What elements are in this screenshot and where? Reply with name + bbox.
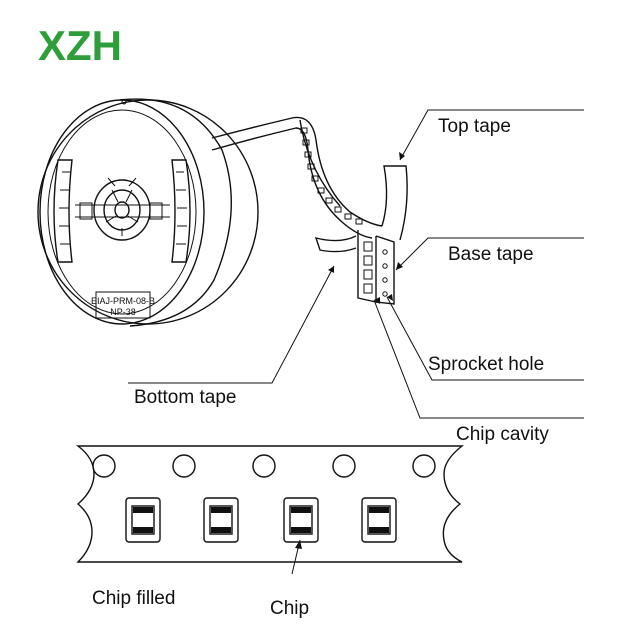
chip-pocket	[283, 497, 319, 543]
chip-pocket	[203, 497, 239, 543]
reel-window-left	[53, 159, 73, 263]
chip-cavity-label: Chip cavity	[456, 424, 549, 445]
chip-label: Chip	[270, 598, 309, 619]
reel: EIAJ-PRM-08-B NP-38	[37, 98, 259, 327]
bottom-tape-label: Bottom tape	[134, 387, 236, 408]
sprocket-hole	[332, 454, 356, 478]
sprocket-hole	[252, 454, 276, 478]
sprocket-hole	[92, 454, 116, 478]
reel-label-box	[95, 291, 151, 319]
brand-logo: XZH	[38, 22, 122, 69]
chip-pocket	[125, 497, 161, 543]
sprocket-hole-label: Sprocket hole	[428, 354, 544, 375]
carrier-tape	[211, 116, 408, 305]
reel-hub	[93, 179, 151, 241]
reel-front-flange	[39, 99, 205, 325]
base-tape-label: Base tape	[448, 244, 534, 265]
bottom-tape-strip	[314, 235, 357, 253]
reel-label-line2: NP-38	[110, 307, 136, 317]
tape-strip-detail	[75, 445, 465, 575]
chip-pocket	[361, 497, 397, 543]
top-tape-label: Top tape	[438, 116, 511, 137]
sprocket-hole	[412, 454, 436, 478]
chip-filled-label: Chip filled	[92, 588, 175, 609]
reel-window-right	[171, 159, 191, 263]
reel-label-line1: EIAJ-PRM-08-B	[91, 296, 155, 306]
leader-lines	[128, 109, 584, 419]
top-tape-strip	[381, 165, 408, 241]
sprocket-hole	[172, 454, 196, 478]
